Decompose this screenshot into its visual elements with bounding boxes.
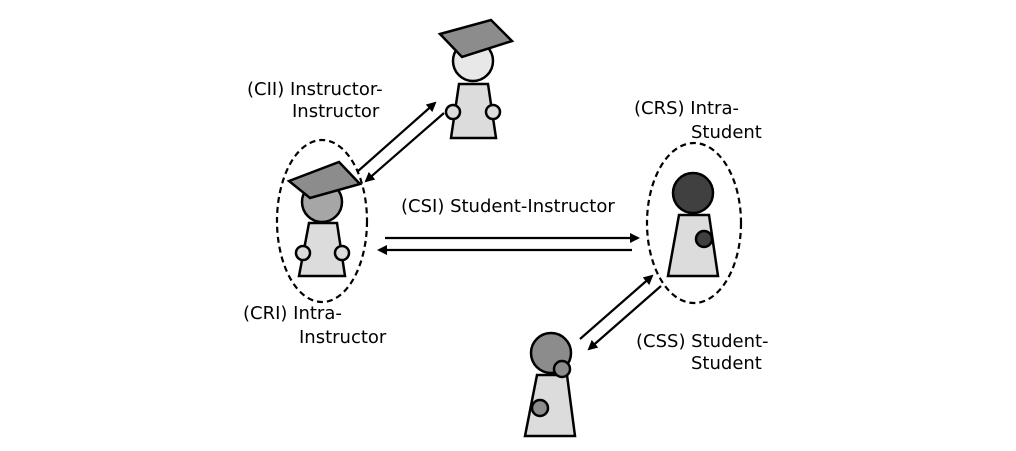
student-figure-bottom — [523, 331, 577, 438]
figure-hand — [694, 229, 714, 249]
label-css-line1: (CSS) Student- — [636, 331, 769, 352]
arrow-cii-down — [364, 112, 445, 183]
figure-head — [671, 171, 715, 215]
instructor-figure-top — [437, 18, 515, 140]
instructor-figure-left — [286, 160, 363, 278]
figure-hand — [484, 103, 502, 121]
label-css-line2: Student — [691, 353, 762, 374]
label-cii-line2: Instructor — [292, 101, 380, 122]
label-crs-line2: Student — [691, 122, 762, 143]
label-cri-line1: (CRI) Intra- — [243, 303, 342, 324]
label-crs-line1: (CRS) Intra- — [634, 98, 739, 119]
graduation-cap-icon — [437, 18, 515, 59]
figure-hand — [444, 103, 462, 121]
intra-instructor-group-outline — [275, 138, 369, 304]
figure-hand — [530, 398, 550, 418]
arrow-css-up — [579, 274, 654, 340]
intra-student-group-outline — [645, 141, 743, 305]
label-cri-line2: Instructor — [299, 327, 387, 348]
student-figure-right — [666, 171, 720, 278]
graduation-cap-icon — [286, 160, 363, 200]
figure-hand — [294, 244, 312, 262]
label-csi: (CSI) Student-Instructor — [401, 196, 615, 217]
figure-hand — [552, 359, 572, 379]
figure-hand — [333, 244, 351, 262]
arrow-css-down — [587, 285, 662, 351]
label-cii-line1: (CII) Instructor- — [247, 79, 383, 100]
arrow-cii-up — [356, 101, 437, 173]
